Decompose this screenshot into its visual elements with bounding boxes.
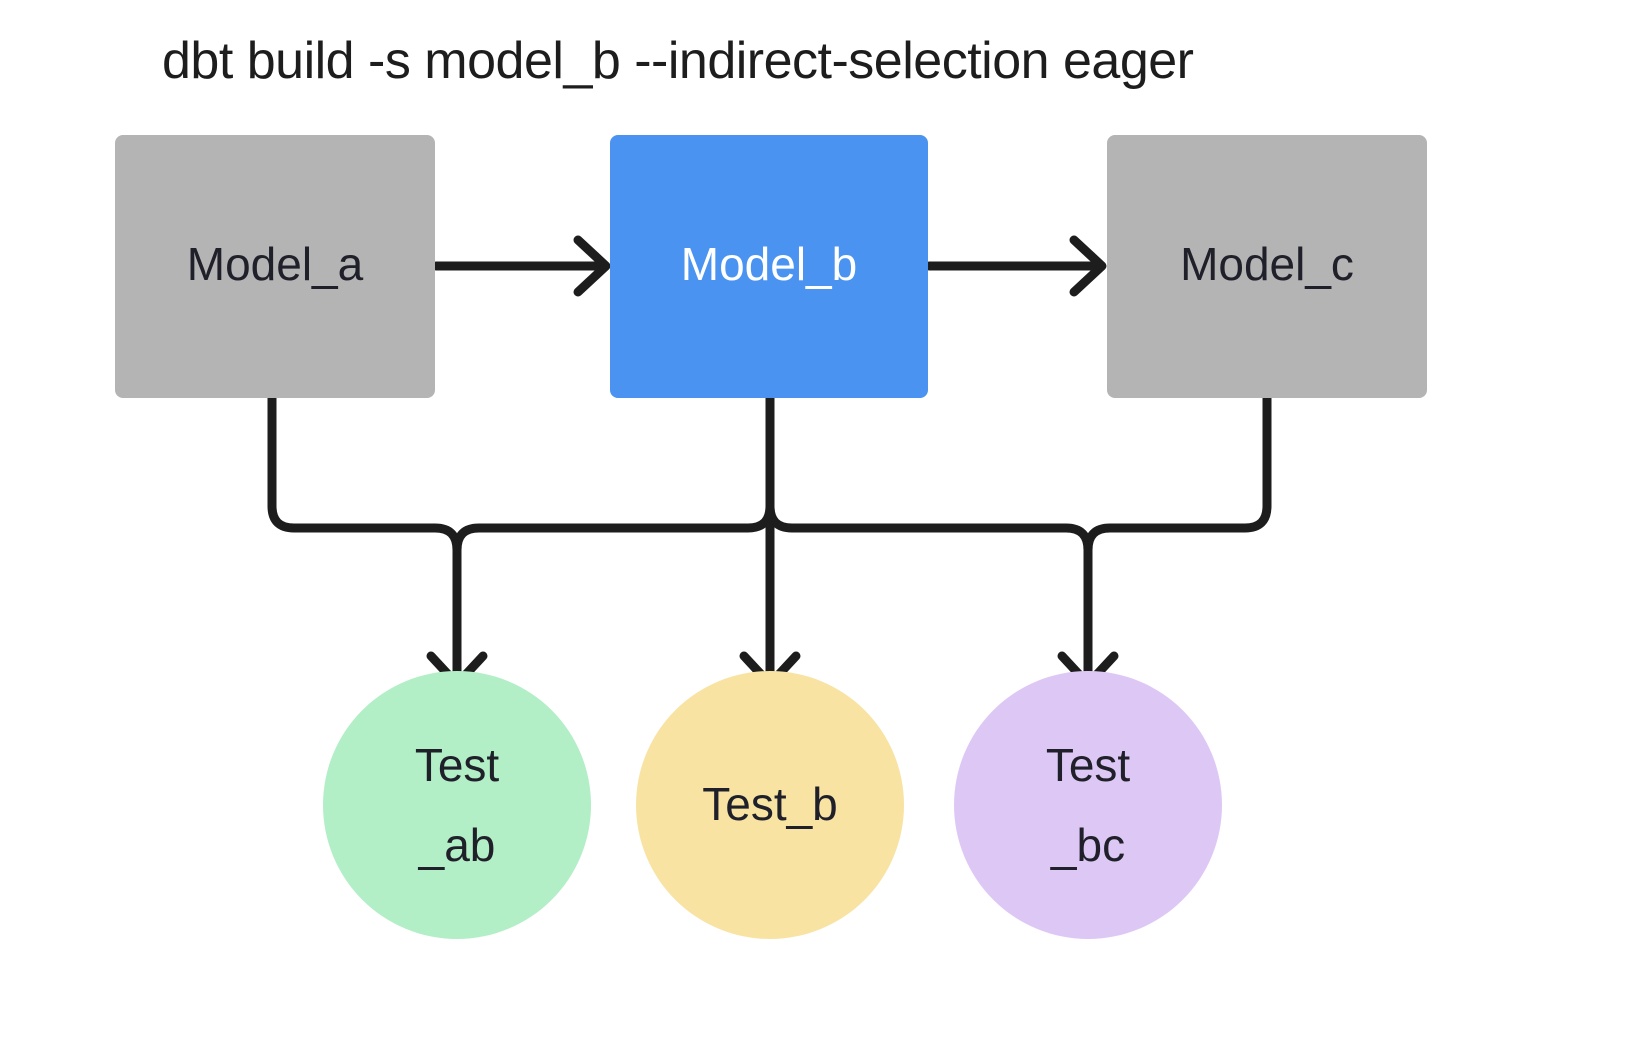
test-ab-label-line1: Test — [415, 739, 500, 791]
edge-model-b-to-test-ab — [452, 393, 775, 555]
model-b-shape[interactable] — [610, 135, 928, 398]
edge-model-a-to-test-ab — [267, 393, 488, 689]
test-b-shape[interactable] — [636, 671, 904, 939]
test-ab-shape[interactable] — [323, 671, 591, 939]
model-c-label: Model_c — [1180, 238, 1354, 290]
test-bc-label-line2: _bc — [1050, 819, 1125, 871]
model-c-shape[interactable] — [1107, 135, 1427, 398]
edge-model-c-to-test-bc — [1083, 393, 1272, 555]
test-node-test-bc[interactable]: Test _bc — [954, 671, 1222, 939]
model-node-model-c[interactable]: Model_c — [1107, 135, 1427, 398]
model-a-label: Model_a — [187, 238, 364, 290]
edge-model-b-to-model-c — [924, 235, 1107, 297]
test-bc-shape[interactable] — [954, 671, 1222, 939]
edge-model-b-to-test-bc — [765, 393, 1119, 689]
model-a-shape[interactable] — [115, 135, 435, 398]
model-b-label: Model_b — [681, 238, 857, 290]
model-node-model-a[interactable]: Model_a — [115, 135, 435, 398]
test-node-test-b[interactable]: Test_b — [636, 671, 904, 939]
diagram-title: dbt build -s model_b --indirect-selectio… — [162, 32, 1194, 90]
test-bc-label-line1: Test — [1046, 739, 1131, 791]
edge-model-a-to-model-b — [431, 235, 611, 297]
test-node-test-ab[interactable]: Test _ab — [323, 671, 591, 939]
model-node-model-b[interactable]: Model_b — [610, 135, 928, 398]
test-ab-label-line2: _ab — [418, 819, 496, 871]
test-b-label-line1: Test_b — [702, 778, 838, 830]
